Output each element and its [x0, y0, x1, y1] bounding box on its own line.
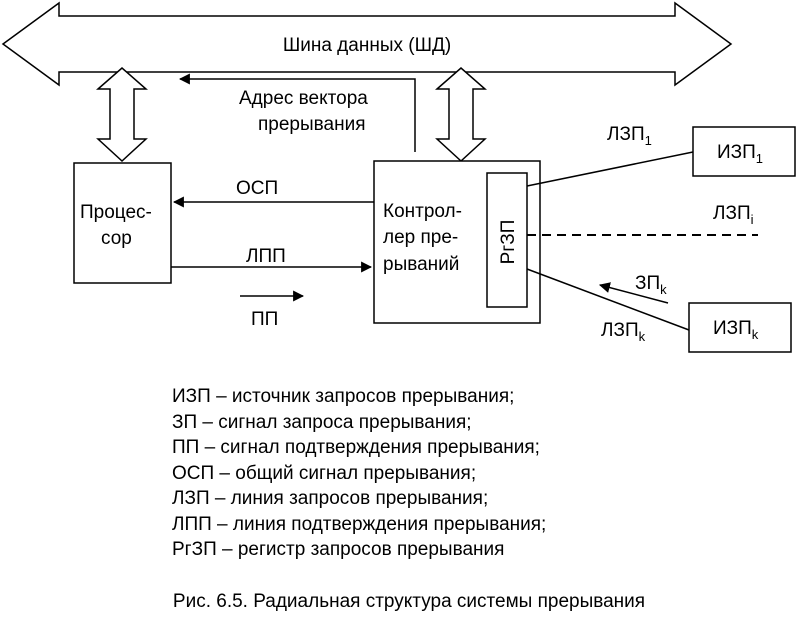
controller-label-line1: Контрол- — [383, 201, 462, 222]
data-bus-label: Шина данных (ШД) — [283, 35, 451, 56]
processor-bus-arrow — [96, 67, 148, 163]
pp-label: ПП — [251, 309, 278, 330]
legend-item: ЛЗП – линия запросов прерывания; — [172, 488, 489, 509]
lpp-label: ЛПП — [246, 246, 286, 267]
source-izpk-block — [688, 302, 792, 353]
processor-label-line1: Процес- — [80, 202, 152, 223]
controller-label-line2: лер пре- — [383, 227, 458, 248]
vector-address-label-line2: прерывания — [258, 114, 366, 135]
source-izp1-block — [692, 126, 796, 177]
lzp1-line — [526, 151, 694, 187]
vector-address-label-line1: Адрес вектора — [239, 88, 368, 109]
legend-item: РгЗП – регистр запросов прерывания — [172, 539, 505, 560]
figure-caption: Рис. 6.5. Радиальная структура системы п… — [172, 591, 646, 612]
zpk-arrow — [598, 282, 669, 304]
processor-block — [73, 162, 172, 284]
vector-address-line — [178, 73, 416, 152]
zpk-label: ЗПk — [635, 273, 667, 297]
controller-label-line3: рываний — [383, 254, 459, 275]
controller-bus-arrow — [435, 67, 487, 163]
legend-item: ЗП – сигнал запроса прерывания; — [172, 411, 472, 433]
data-bus-arrow — [1, 1, 733, 87]
lzpi-label: ЛЗПi — [713, 203, 754, 227]
request-register-label: РгЗП — [498, 220, 519, 265]
osp-label: ОСП — [236, 178, 278, 199]
processor-label-line2: сор — [101, 228, 132, 249]
source-izpk-label: ИЗПk — [713, 318, 759, 342]
abbreviation-legend: ИЗП – источник запросов прерывания; ЗП –… — [172, 384, 546, 563]
lzpk-label: ЛЗПk — [601, 320, 646, 344]
legend-item: ИЗП – источник запросов прерывания; — [172, 386, 515, 407]
request-register-block — [486, 172, 528, 308]
lzp1-label: ЛЗП1 — [607, 124, 652, 148]
legend-item: ЛПП – линия подтверждения прерывания; — [172, 513, 547, 535]
legend-item: ОСП – общий сигнал прерывания; — [172, 462, 477, 484]
legend-item: ПП – сигнал подтверждения прерывания; — [172, 437, 540, 458]
source-izp1-label: ИЗП1 — [717, 142, 763, 166]
lzpk-line — [526, 268, 690, 331]
